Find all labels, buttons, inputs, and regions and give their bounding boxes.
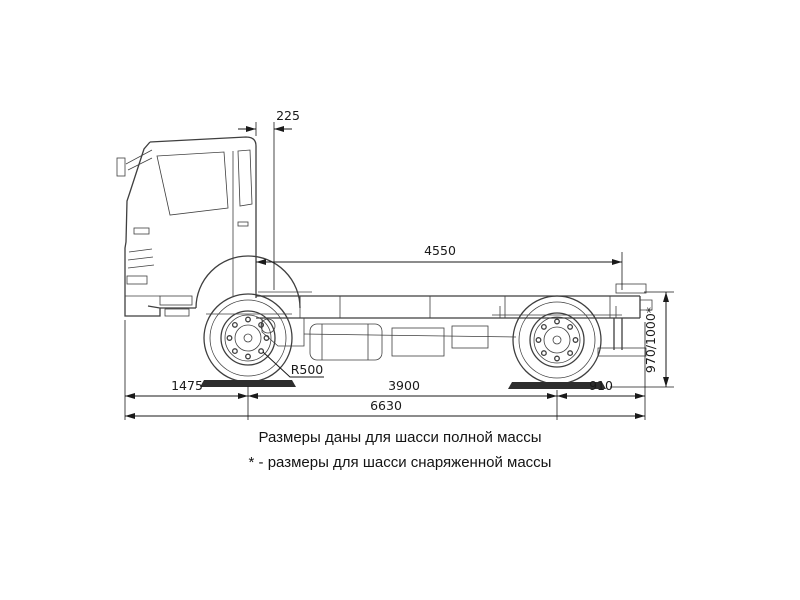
mirror [116, 149, 153, 177]
cab-step-upper [159, 295, 193, 306]
note-line-2: * - размеры для шасси снаряженной массы [249, 454, 552, 471]
driveshaft [303, 333, 517, 338]
rear-tire-outer [512, 295, 602, 385]
front-hub-cap [243, 333, 253, 343]
crossmembers [299, 296, 611, 318]
dim-4550: 4550 [256, 243, 623, 290]
dim-3900-label: 3900 [388, 378, 420, 393]
rear-hub [543, 326, 571, 354]
dim-6630: 6630 [125, 398, 645, 419]
ground-pad-front [200, 380, 296, 387]
front-rim [220, 310, 276, 366]
rear-quarter-window [237, 149, 253, 207]
dim-225-label: 225 [276, 108, 300, 123]
dimensions: 225 4550 1475 3900 910 [124, 108, 674, 420]
door-handle [237, 221, 249, 227]
mirror-glass [116, 157, 126, 177]
dim-3900: 3900 [248, 378, 557, 399]
dim-r500-label: R500 [291, 362, 324, 377]
grille-slats [127, 248, 155, 269]
front-tire-outer [203, 293, 293, 383]
rear-suspension [492, 306, 622, 318]
rear-spring [492, 306, 622, 318]
dim-910: 910 [557, 378, 645, 399]
fuel-tank-body [309, 323, 383, 361]
mirror-arms [125, 149, 153, 171]
dim-1475-label: 1475 [171, 378, 203, 393]
cab-roof-rear [149, 136, 257, 298]
dim-frame-height-label: 970/1000* [643, 307, 658, 373]
underrun-beam [597, 347, 647, 357]
frame [256, 283, 653, 319]
rear-rim-inner [533, 316, 581, 364]
cab-front-edge [124, 141, 151, 292]
battery-box-body [391, 327, 445, 357]
badge [133, 227, 150, 235]
rear-rim [529, 312, 585, 368]
dim-6630-label: 6630 [370, 398, 402, 413]
front-wheel-bolts [226, 316, 270, 360]
cab-step-lower [164, 308, 190, 317]
note-line-1: Размеры даны для шасси полной массы [258, 429, 541, 446]
dim-4550-label: 4550 [424, 243, 456, 258]
dim-radius: R500 [262, 351, 324, 378]
front-hub [234, 324, 262, 352]
headlight [126, 275, 148, 285]
rear-towing-bracket [640, 299, 653, 311]
dim-1475: 1475 [125, 378, 248, 399]
front-rim-inner [224, 314, 272, 362]
rear-wheel-bolts [535, 318, 579, 362]
dim-910-label: 910 [589, 378, 613, 393]
front-bumper [124, 292, 161, 317]
side-window [156, 151, 229, 216]
front-wheel [203, 293, 293, 383]
truck-drawing [116, 136, 653, 389]
underrun-struts [613, 318, 623, 350]
fuel-tank-straps [321, 324, 369, 360]
dim-frame-height: 970/1000* [610, 291, 674, 388]
powertrain [260, 317, 517, 347]
cab [116, 136, 301, 317]
rear-hub-cap [552, 335, 562, 345]
front-fender-arch [195, 255, 301, 309]
notes: Размеры даны для шасси полной массы * - … [249, 429, 552, 471]
dim-225: 225 [238, 108, 300, 290]
rear-wheel [512, 295, 602, 385]
ground-pad-rear [508, 382, 606, 389]
rear-underrun-bar [597, 318, 647, 357]
gearbox [261, 317, 305, 347]
rear-tire-inner [518, 301, 596, 379]
rear-lamp-bracket [615, 283, 647, 294]
air-tank [451, 325, 489, 349]
battery-box [391, 325, 489, 357]
front-tire-inner [209, 299, 287, 377]
fuel-tank [309, 323, 383, 361]
